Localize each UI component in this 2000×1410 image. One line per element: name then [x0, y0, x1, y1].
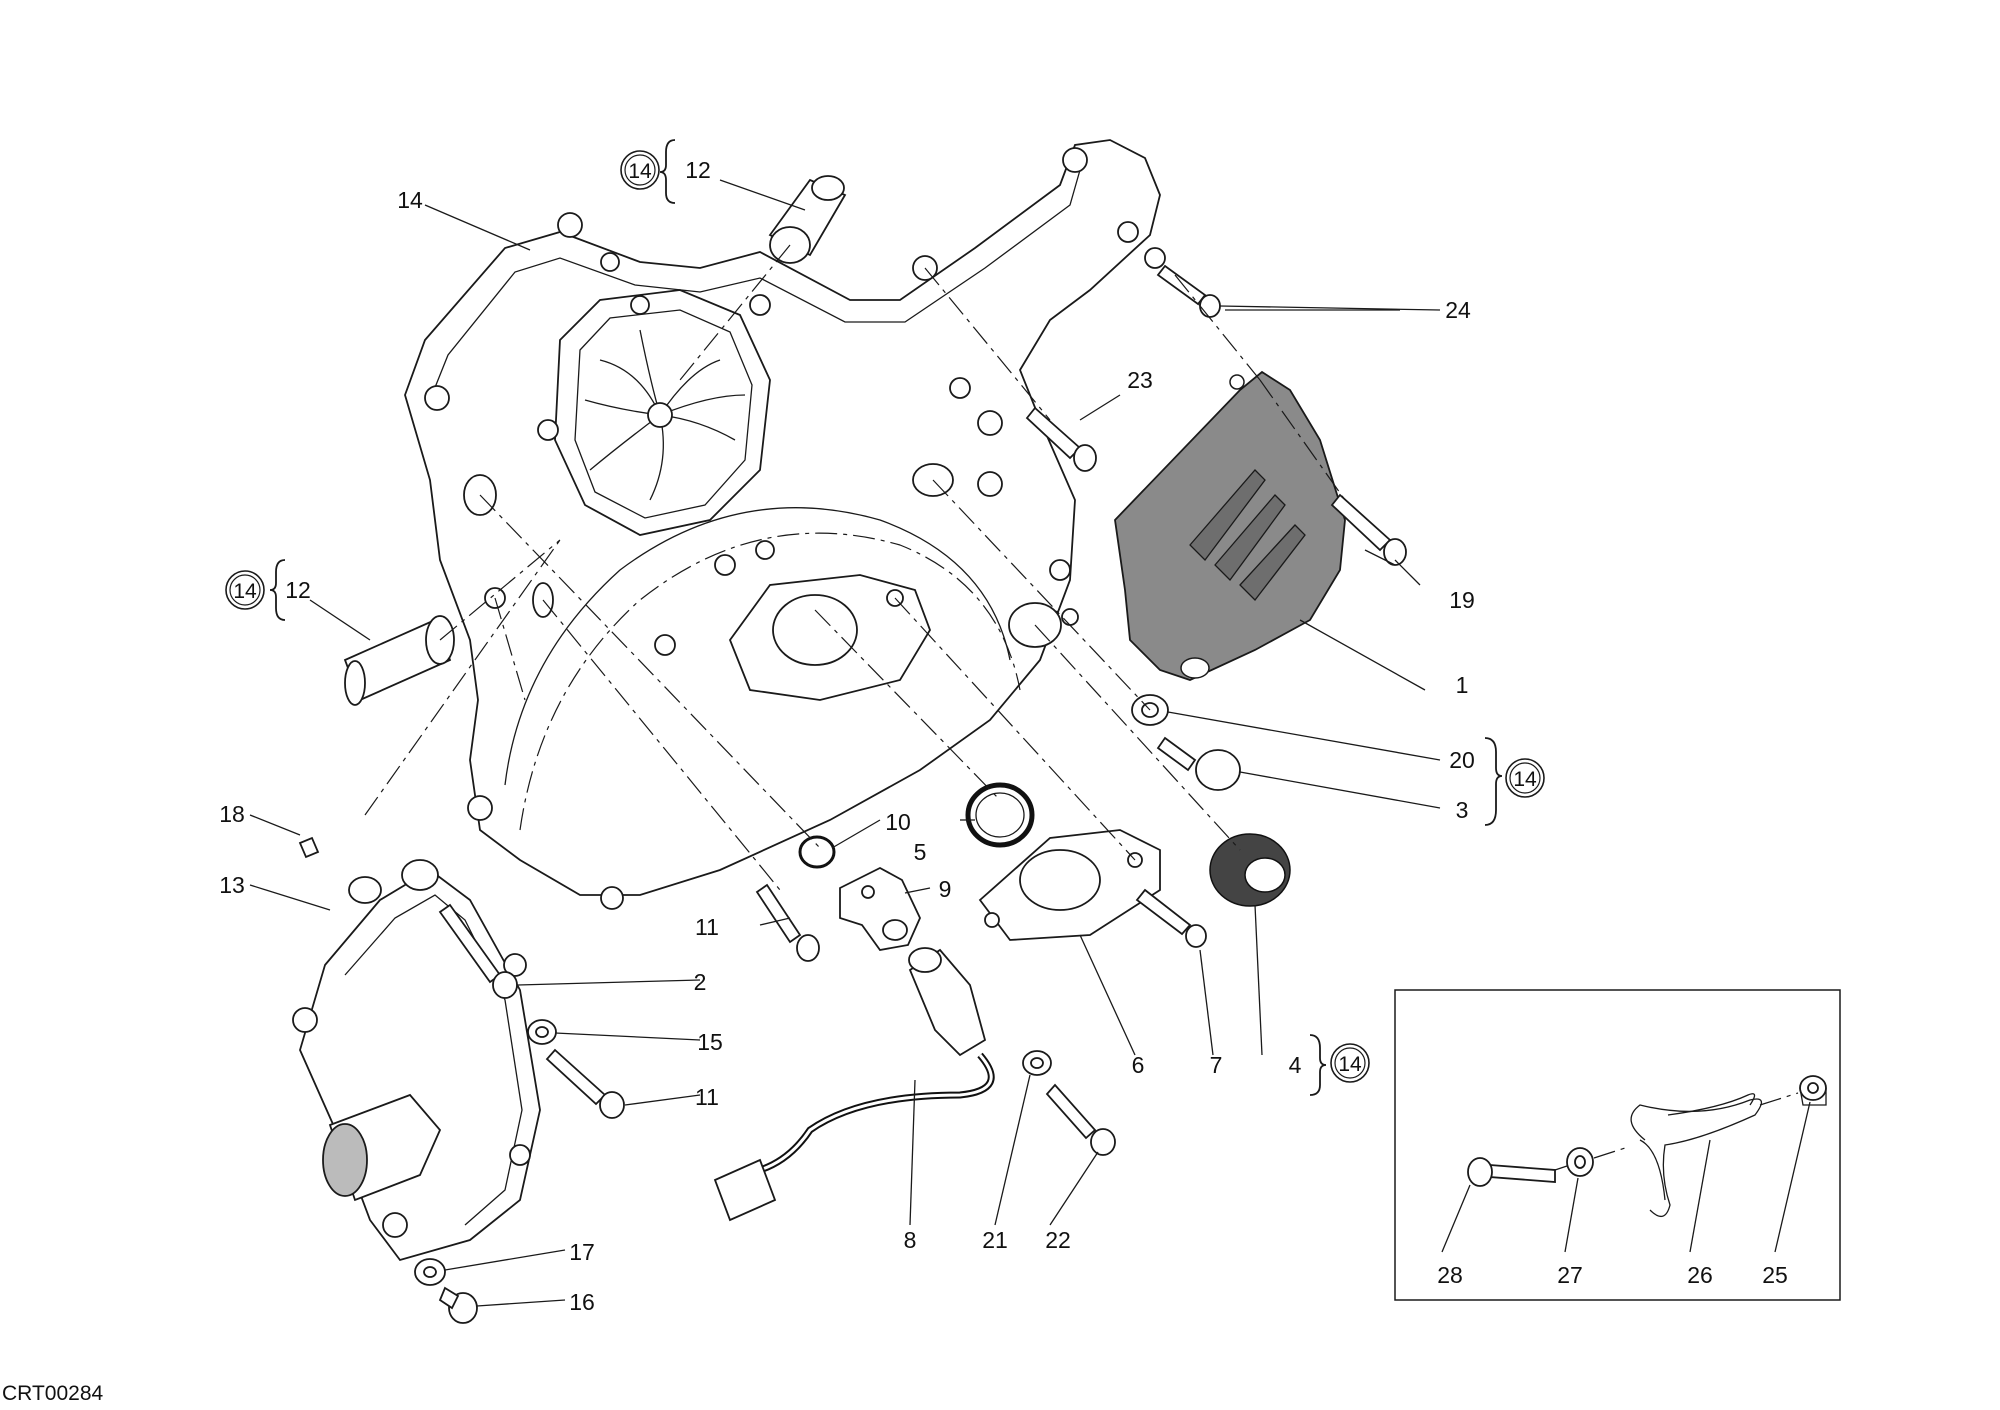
- leader-lines: [249, 179, 1811, 1307]
- bolt-22: [1045, 1083, 1116, 1156]
- bolt-11-center: [755, 883, 820, 962]
- bolt-7: [1135, 888, 1207, 948]
- washer-15: [527, 1019, 557, 1045]
- callout-3: 3: [1456, 797, 1469, 823]
- bolt-11-left: [545, 1048, 625, 1119]
- bolt-28: [1467, 1157, 1556, 1187]
- callout-27: 27: [1557, 1262, 1583, 1288]
- callout-15: 15: [697, 1029, 723, 1055]
- bolt-3: [1156, 736, 1241, 791]
- callout-19: 19: [1449, 587, 1475, 613]
- circled-reference-4: 14: [1330, 1043, 1370, 1083]
- clip-26: [1630, 1093, 1762, 1217]
- callout-17: 17: [569, 1239, 595, 1265]
- callout-22: 22: [1045, 1227, 1071, 1253]
- callout-28: 28: [1437, 1262, 1463, 1288]
- callout-2: 2: [694, 969, 707, 995]
- callout-12-top: 12: [685, 157, 711, 183]
- callout-12-left: 12: [285, 577, 311, 603]
- circled-reference-2: 14: [225, 570, 265, 610]
- engine-cover: [404, 139, 1166, 910]
- o-ring-5: [965, 782, 1035, 848]
- plug-12-top: [768, 175, 847, 264]
- callout-9: 9: [939, 876, 952, 902]
- circled-ref-label: 14: [233, 580, 257, 603]
- callout-11-center: 11: [695, 914, 719, 940]
- bolt-16: [438, 1286, 478, 1324]
- bush-25: [1799, 1075, 1827, 1106]
- washer-21: [1022, 1050, 1052, 1076]
- plug-12-left: [343, 615, 455, 706]
- bolt-24: [1156, 264, 1221, 318]
- drawing-code: CRT00284: [2, 1382, 103, 1405]
- callout-24: 24: [1445, 297, 1471, 323]
- circled-ref-label: 14: [1338, 1053, 1362, 1076]
- detail-inset: [1394, 989, 1841, 1301]
- bracket-9: [839, 866, 921, 951]
- circled-reference-1: 14: [620, 150, 660, 190]
- circled-ref-label: 14: [628, 160, 652, 183]
- callout-7: 7: [1210, 1052, 1223, 1078]
- brackets: [269, 139, 1503, 1096]
- washer-17: [414, 1258, 446, 1286]
- callout-4: 4: [1289, 1052, 1302, 1078]
- assembly-lines: [364, 244, 1346, 891]
- callout-20: 20: [1449, 747, 1475, 773]
- ring-10: [798, 835, 836, 869]
- bolt-23: [1025, 406, 1097, 472]
- callout-23: 23: [1127, 367, 1153, 393]
- callout-21: 21: [982, 1227, 1008, 1253]
- circled-reference-3: 14: [1505, 758, 1545, 798]
- callout-11-lower: 11: [695, 1084, 719, 1110]
- sprocket-cover: [1114, 370, 1346, 681]
- callout-14: 14: [397, 187, 423, 213]
- callout-1: 1: [1456, 672, 1469, 698]
- callout-8: 8: [904, 1227, 917, 1253]
- callout-26: 26: [1687, 1262, 1713, 1288]
- callout-labels: 1 2 3 4 5 6 7 8 9 10 11 11 12 12 13 14 1…: [219, 157, 1788, 1315]
- callout-6: 6: [1132, 1052, 1145, 1078]
- callout-18: 18: [219, 801, 245, 827]
- sensor-8: [713, 947, 995, 1222]
- spacer-4: [1209, 833, 1291, 907]
- callout-25: 25: [1762, 1262, 1788, 1288]
- water-pump-cover: [292, 859, 541, 1262]
- washer-27: [1566, 1147, 1594, 1177]
- callout-13: 13: [219, 872, 245, 898]
- dowel-18: [298, 836, 320, 859]
- callout-10: 10: [885, 809, 911, 835]
- bolt-2: [438, 903, 518, 999]
- gasket-6: [978, 829, 1161, 941]
- circled-ref-label: 14: [1513, 768, 1537, 791]
- callout-16: 16: [569, 1289, 595, 1315]
- callout-5: 5: [914, 839, 927, 865]
